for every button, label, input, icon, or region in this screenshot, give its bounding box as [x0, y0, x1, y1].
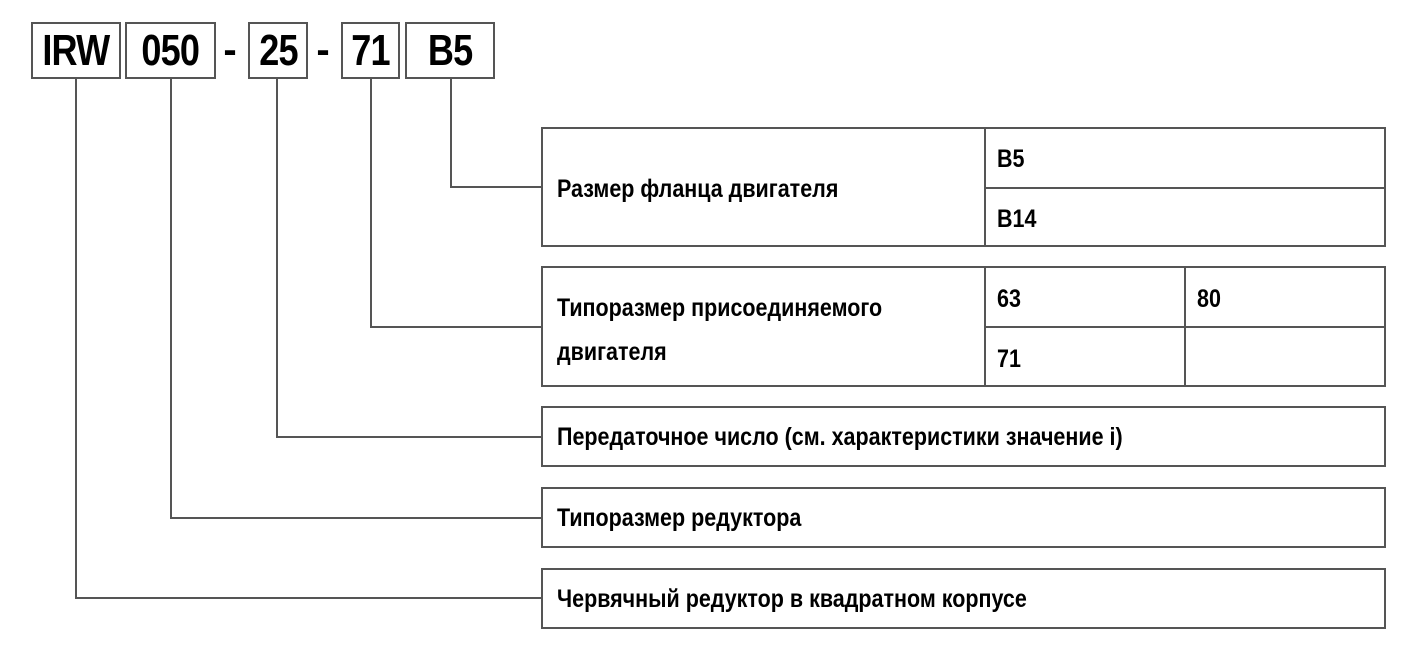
connector-ratio-horizontal [276, 436, 541, 438]
connector-size-horizontal [170, 517, 541, 519]
legend-gearbox-series: Червячный редуктор в квадратном корпусе [541, 568, 1386, 629]
connector-motor-vertical [370, 79, 372, 327]
connector-series-horizontal [75, 597, 541, 599]
option-value: 80 [1197, 285, 1221, 313]
connector-series-vertical [75, 79, 77, 599]
option-value: B14 [997, 205, 1037, 233]
connector-motor-horizontal [370, 326, 541, 328]
code-segment-flange: B5 [405, 22, 495, 79]
code-segment-text: B5 [427, 25, 473, 75]
legend-flange-size: Размер фланца двигателя B5 B14 [541, 127, 1386, 247]
option-value: 71 [997, 345, 1021, 373]
legend-label-line2: двигателя [557, 338, 667, 366]
code-segment-size: 050 [125, 22, 216, 79]
code-segment-ratio: 25 [248, 22, 308, 79]
option-value: 63 [997, 285, 1021, 313]
code-segment-series: IRW [31, 22, 121, 79]
row-divider [984, 326, 1384, 328]
code-segment-text: 71 [351, 25, 390, 75]
code-segment-text: 050 [141, 25, 201, 75]
row-divider [984, 187, 1384, 189]
connector-flange-vertical [450, 79, 452, 187]
legend-gear-ratio: Передаточное число (см. характеристики з… [541, 406, 1386, 467]
code-separator: - [223, 28, 237, 72]
connector-size-vertical [170, 79, 172, 518]
option-value: B5 [997, 145, 1025, 173]
legend-label: Типоразмер редуктора [557, 504, 802, 532]
connector-ratio-vertical [276, 79, 278, 437]
legend-gearbox-size: Типоразмер редуктора [541, 487, 1386, 548]
code-segment-motor-size: 71 [341, 22, 400, 79]
connector-flange-horizontal [450, 186, 541, 188]
code-segment-text: 25 [258, 25, 298, 75]
legend-motor-size: Типоразмер присоединяемого двигателя 63 … [541, 266, 1386, 387]
code-segment-text: IRW [42, 25, 110, 75]
legend-label: Передаточное число (см. характеристики з… [557, 423, 1123, 451]
code-separator: - [316, 28, 330, 72]
legend-label: Червячный редуктор в квадратном корпусе [557, 585, 1027, 613]
legend-label-line1: Типоразмер присоединяемого [557, 294, 883, 322]
legend-label: Размер фланца двигателя [557, 175, 839, 203]
